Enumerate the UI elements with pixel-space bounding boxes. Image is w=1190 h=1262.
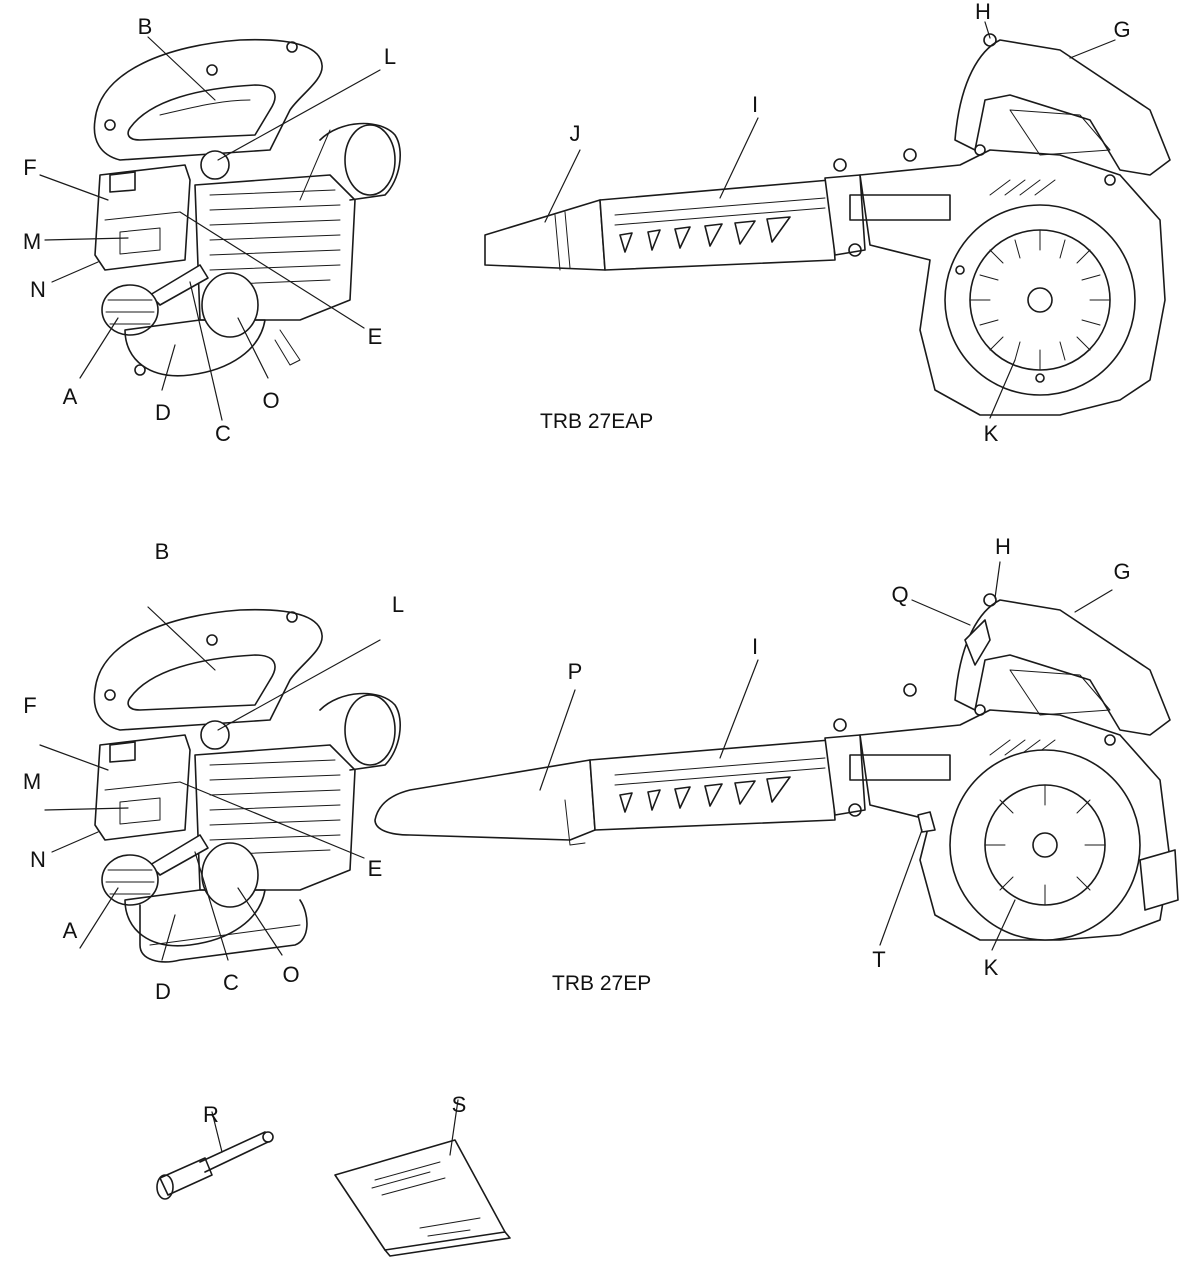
label-d-bottom: D xyxy=(155,979,171,1004)
label-n-bottom: N xyxy=(30,847,46,872)
label-b-top: B xyxy=(137,14,153,39)
label-q-bottom: Q xyxy=(891,582,909,607)
blower-view-top xyxy=(484,21,1171,419)
model-name-bottom: TRB 27EP xyxy=(552,972,652,995)
label-e-top: E xyxy=(367,324,383,349)
label-h-top: H xyxy=(975,0,991,24)
accessories xyxy=(156,1099,511,1257)
label-s: S xyxy=(451,1092,467,1117)
label-l-top: L xyxy=(383,44,397,69)
model-name-top: TRB 27EAP xyxy=(540,410,654,433)
label-r: R xyxy=(203,1102,219,1127)
label-i-bottom: I xyxy=(751,634,759,659)
label-j-top: J xyxy=(569,121,581,146)
label-o-top: O xyxy=(262,388,280,413)
blower-view-bottom xyxy=(374,561,1179,951)
label-c-top: C xyxy=(215,421,231,446)
label-p-bottom: P xyxy=(567,659,583,684)
label-a-bottom: A xyxy=(62,918,78,943)
label-g-top: G xyxy=(1113,17,1131,42)
label-i-top: I xyxy=(751,92,759,117)
label-b-bottom: B xyxy=(154,539,170,564)
engine-view-top xyxy=(39,36,401,421)
label-o-bottom: O xyxy=(282,962,300,987)
engine-view-bottom xyxy=(39,606,401,963)
label-f-top: F xyxy=(23,155,37,180)
label-g-bottom: G xyxy=(1113,559,1131,584)
label-t-bottom: T xyxy=(872,947,886,972)
label-h-bottom: H xyxy=(995,534,1011,559)
label-l-bottom: L xyxy=(391,592,405,617)
label-n-top: N xyxy=(30,277,46,302)
label-k-top: K xyxy=(983,421,999,446)
label-a-top: A xyxy=(62,384,78,409)
label-c-bottom: C xyxy=(223,970,239,995)
label-m-top: M xyxy=(22,229,42,254)
label-k-bottom: K xyxy=(983,955,999,980)
label-f-bottom: F xyxy=(23,693,37,718)
label-d-top: D xyxy=(155,400,171,425)
label-m-bottom: M xyxy=(22,769,42,794)
label-e-bottom: E xyxy=(367,856,383,881)
